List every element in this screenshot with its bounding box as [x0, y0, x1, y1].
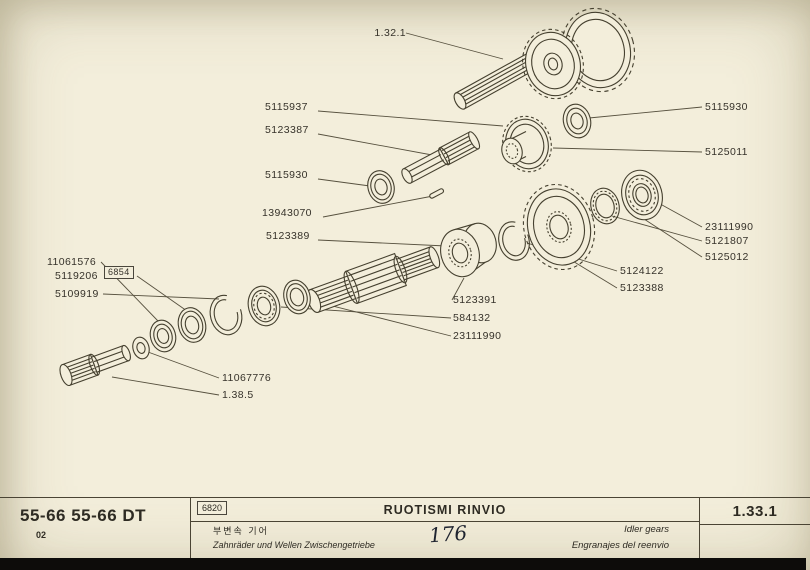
part-splined-hub-5123391 [440, 222, 497, 278]
footer-title-cell: 6820 RUOTISMI RINVIO 부변속 기어 Zahnräder un… [190, 498, 700, 559]
label-5115937: 5115937 [265, 101, 308, 113]
label-13943070: 13943070 [262, 207, 312, 219]
part-washer-11067776 [132, 336, 150, 360]
scan-bottom-bar [0, 558, 806, 570]
part-pin-13943070 [429, 188, 445, 199]
leader-lines [100, 32, 703, 396]
label-584132: 584132 [453, 312, 491, 324]
part-main-shaft [306, 246, 441, 313]
label-5119206: 5119206 [55, 270, 98, 282]
part-bearing-5115930-right [562, 103, 592, 139]
part-shaft-5123387 [401, 131, 481, 184]
part-ring-11061576 [149, 319, 177, 353]
label-5123387: 5123387 [265, 124, 309, 136]
part-shaft-1-38-5 [59, 344, 131, 387]
handwritten-page-number: 176 [428, 520, 468, 548]
label-23111990-left: 23111990 [453, 330, 502, 342]
label-5123388: 5123388 [620, 282, 664, 294]
label-5123391: 5123391 [453, 294, 497, 306]
footer-title-block: 55-66 55-66 DT 02 6820 RUOTISMI RINVIO 부… [0, 497, 810, 559]
part-bearing-5125012 [621, 169, 663, 221]
form-code-box: 6820 [197, 501, 228, 515]
label-5125011: 5125011 [705, 146, 748, 158]
label-5123389: 5123389 [266, 230, 310, 242]
section-title-german: Zahnräder und Wellen Zwischengetriebe [213, 540, 375, 550]
label-5115930-left: 5115930 [265, 169, 308, 181]
label-5121807: 5121807 [705, 235, 749, 247]
part-snap-ring-5124122 [498, 221, 530, 261]
label-5109919: 5109919 [55, 288, 99, 300]
part-gear-5123388 [522, 183, 596, 271]
label-5125012: 5125012 [705, 251, 749, 263]
part-ring-5119206 [177, 307, 207, 343]
part-top-gear-shaft [453, 7, 636, 110]
label-11061576: 11061576 [47, 256, 97, 268]
section-title-italian: RUOTISMI RINVIO [191, 498, 699, 522]
part-snap-ring-5109919 [209, 294, 243, 336]
label-5115930-right: 5115930 [705, 101, 748, 113]
section-title-english: Idler gears [624, 524, 669, 535]
part-gear-5125011 [501, 115, 552, 173]
footer-model-cell: 55-66 55-66 DT 02 [0, 498, 190, 559]
footer-section-cell: 1.33.1 [700, 498, 810, 559]
part-washer-5115930-left [367, 170, 395, 204]
part-ring-23111990-left [283, 279, 311, 315]
label-box-6854: 6854 [104, 266, 134, 279]
label-ref-1-38-5: 1.38.5 [222, 389, 254, 401]
label-23111990-right: 23111990 [705, 221, 754, 233]
label-ref-1-32-1: 1.32.1 [374, 27, 406, 39]
model-designation: 55-66 55-66 DT [20, 506, 147, 525]
section-title-spanish: Engranajes del reenvio [571, 540, 669, 551]
label-11067776: 11067776 [222, 372, 272, 384]
edition-number: 02 [36, 530, 47, 540]
section-title-korean: 부변속 기어 [213, 526, 269, 536]
part-bearing-584132 [247, 285, 281, 327]
part-lockwasher-5121807 [590, 187, 620, 225]
label-5124122: 5124122 [620, 265, 664, 277]
section-code: 1.33.1 [700, 498, 810, 525]
